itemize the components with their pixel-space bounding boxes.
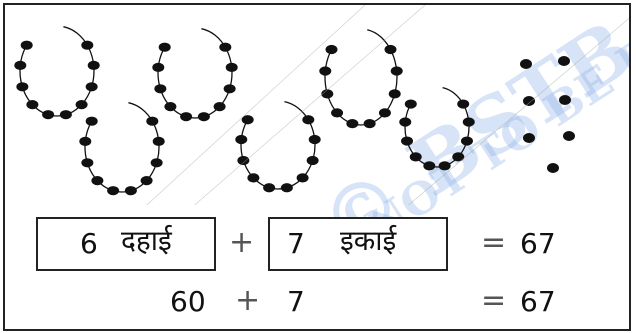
ones-number: 7 [287,227,305,260]
bead [219,42,232,52]
tens-number: 6 [80,227,98,260]
bead [384,44,397,55]
bead [180,112,193,122]
bead [81,158,94,168]
loose-bead [523,96,535,106]
bead [409,152,422,162]
bead [308,134,321,145]
bead [42,110,55,120]
loose-bead [547,163,559,173]
tens-box [36,217,216,271]
bead [235,134,248,145]
ones-box [268,217,448,271]
necklace-6 [399,86,475,171]
loose-bead [520,59,532,69]
bead [404,99,417,109]
bead [140,176,153,186]
bead [146,116,159,126]
bead [213,102,226,112]
loose-bead [558,56,570,66]
bead [79,136,92,146]
bead [154,84,167,94]
bead [75,100,88,110]
bead [423,161,436,171]
bead [150,158,163,168]
necklace-3 [79,102,165,196]
loose-bead [563,131,575,141]
bead [280,183,293,193]
bead [460,136,473,146]
result-1: 67 [520,227,556,260]
bead-necklaces-illustration [14,5,629,205]
loose-bead [559,95,571,105]
bead [26,100,39,110]
bead [107,186,120,196]
bead [91,176,104,186]
bead [321,89,334,99]
watermark-line [408,17,629,205]
bead [85,116,98,126]
bead [346,118,359,129]
bead [225,62,238,72]
bead [124,186,137,196]
bead [59,110,72,120]
bead [296,173,309,183]
bead [363,118,376,129]
bead [302,115,315,125]
bead [457,99,470,109]
necklace-5 [235,101,321,193]
bead [241,115,254,125]
watermark-line [146,5,366,205]
bead [16,82,29,92]
bead [452,152,465,162]
bead [378,108,391,118]
bead [438,161,451,171]
bead [14,60,27,70]
bead [401,136,414,146]
equals-sign-1: = [481,225,507,260]
watermark-line [194,5,426,205]
loose-bead [523,133,535,143]
bead [20,40,33,50]
bead [158,42,171,52]
plus-sign-2: + [235,283,261,318]
plus-sign-1: + [229,225,255,260]
bead [263,183,276,193]
necklace-2 [152,28,238,122]
bead [462,117,475,127]
bead [306,155,319,166]
bead [85,82,98,92]
ones-value: 7 [287,285,305,318]
bead [81,40,94,50]
bead [325,44,338,55]
bead [247,173,260,183]
bead [388,89,401,99]
bead [87,60,100,70]
bead [237,155,250,166]
necklace-1 [14,26,100,120]
bead [331,108,344,118]
bead [152,136,165,146]
bead [164,102,177,112]
worksheet-frame: © BSTB NOT TO BE P 6 दहाई + 7 इकाई = 67 … [3,3,631,331]
bead [399,117,412,127]
ones-word: इकाई [340,224,397,257]
bead [152,62,165,72]
bead [197,112,210,122]
tens-word: दहाई [121,224,172,257]
equals-sign-2: = [481,283,507,318]
bead [319,66,332,76]
result-2: 67 [520,285,556,318]
necklace-4 [319,29,403,129]
tens-value: 60 [170,285,206,318]
bead [223,84,236,94]
bead [390,66,403,76]
